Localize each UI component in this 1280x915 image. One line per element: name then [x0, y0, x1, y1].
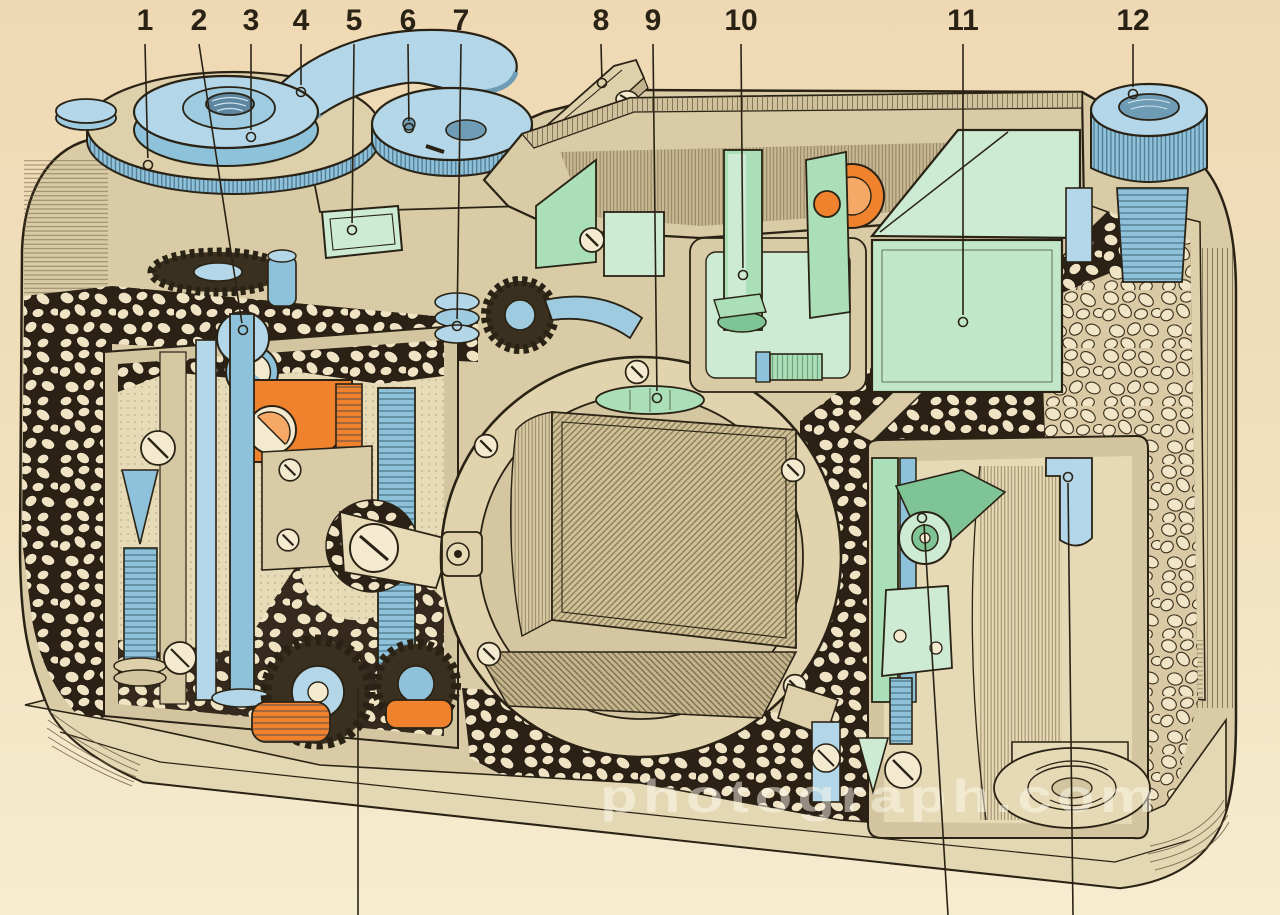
leader-line	[198, 43, 243, 324]
gear-train	[251, 634, 461, 750]
leader-line	[144, 43, 149, 159]
leader-endpoint	[403, 122, 415, 134]
leader-endpoint	[916, 512, 928, 524]
baseplate-corner-ridges-right	[1147, 799, 1230, 871]
callout-number: 2	[191, 4, 208, 37]
leader-endpoint	[142, 159, 154, 171]
leader-line	[923, 523, 949, 915]
chamber-spring	[884, 677, 922, 789]
callout-2: 2	[191, 4, 249, 336]
callout-3: 3	[243, 4, 260, 143]
callout-1: 1	[137, 4, 154, 171]
shutter-release-button	[55, 98, 117, 131]
timing-arm	[543, 295, 644, 340]
threaded-socket	[205, 92, 255, 116]
dial-center-hole	[445, 119, 487, 141]
callout-9: 9	[645, 4, 663, 404]
tension-spring-assembly	[113, 430, 197, 687]
callout-number: 10	[724, 4, 757, 37]
release-rod	[195, 339, 217, 701]
callout-number: 8	[593, 4, 610, 37]
rewind-socket	[1118, 93, 1180, 121]
sprocket-drive-gear	[147, 247, 297, 307]
winding-shaft	[211, 313, 273, 708]
leader-endpoint	[295, 86, 307, 98]
brake-lever	[325, 499, 454, 593]
callout-6: 6	[400, 4, 417, 134]
callout-10: 10	[724, 4, 758, 281]
leader-endpoint	[1127, 88, 1139, 100]
leader-line	[740, 43, 744, 269]
sprocket-shaft-lower	[811, 721, 890, 803]
watermark: photograph.com	[600, 770, 1160, 822]
rewind-knob	[1089, 82, 1209, 283]
callout-number: 6	[400, 4, 417, 37]
leader-endpoint	[346, 224, 358, 236]
callout-number: 11	[947, 4, 979, 37]
callout-number: 1	[137, 4, 154, 37]
dial-slot	[425, 144, 445, 154]
baseplate-mid-line	[59, 731, 1191, 863]
edge-leader-2	[916, 512, 949, 915]
advance-clutch-dial	[132, 74, 320, 167]
baseplate-corner-ridges-left	[46, 711, 141, 787]
leader-endpoint	[237, 324, 249, 336]
leader-endpoint	[245, 131, 257, 143]
prism-wedge-lower	[856, 737, 890, 795]
viewfinder-optics	[535, 158, 665, 277]
callout-number: 5	[346, 4, 363, 37]
leader-line	[652, 43, 658, 392]
callout-number: 3	[243, 4, 260, 37]
leader-endpoint	[1062, 471, 1074, 483]
prism-side-bracket	[1065, 187, 1093, 263]
callout-4: 4	[293, 4, 310, 98]
flash-sync-block	[245, 379, 363, 463]
leader-endpoint	[596, 77, 608, 89]
callout-8: 8	[593, 4, 610, 89]
cam-roller	[805, 150, 885, 320]
viewfinder-prism	[869, 128, 1093, 394]
callout-number: 9	[645, 4, 662, 37]
callout-number: 7	[453, 4, 470, 37]
rangefinder-lever	[713, 293, 767, 319]
leader-endpoint	[957, 316, 969, 328]
left-endcap-hatch	[24, 160, 108, 298]
leader-line	[407, 43, 410, 122]
leader-line	[351, 43, 355, 224]
callout-number: 12	[1116, 4, 1149, 37]
callout-12: 12	[1116, 4, 1150, 100]
leader-line	[456, 43, 462, 320]
leader-line	[600, 43, 603, 77]
edge-leader-3	[1062, 471, 1074, 915]
baseplate	[24, 699, 1230, 889]
viewfinder-block	[870, 238, 1064, 394]
leader-endpoint	[651, 392, 663, 404]
leader-line	[1067, 482, 1074, 915]
callout-5: 5	[346, 4, 363, 236]
callout-number: 4	[293, 4, 310, 37]
shutter-crate	[476, 385, 798, 719]
interior-leatherette-upper	[118, 340, 444, 392]
lens-mount-assembly	[439, 355, 843, 759]
leader-endpoint	[737, 269, 749, 281]
curtain-inner-line	[561, 421, 787, 639]
leader-endpoint	[451, 320, 463, 332]
sprocket-coupling	[755, 351, 823, 383]
lens-release-clamp	[441, 531, 483, 577]
callout-11: 11	[947, 4, 979, 328]
spring-motor-compartment	[103, 311, 461, 750]
shutter-speed-dial	[370, 86, 534, 177]
leatherette-left	[22, 286, 112, 726]
callout-7: 7	[451, 4, 470, 332]
frame-counter-window	[320, 204, 404, 260]
